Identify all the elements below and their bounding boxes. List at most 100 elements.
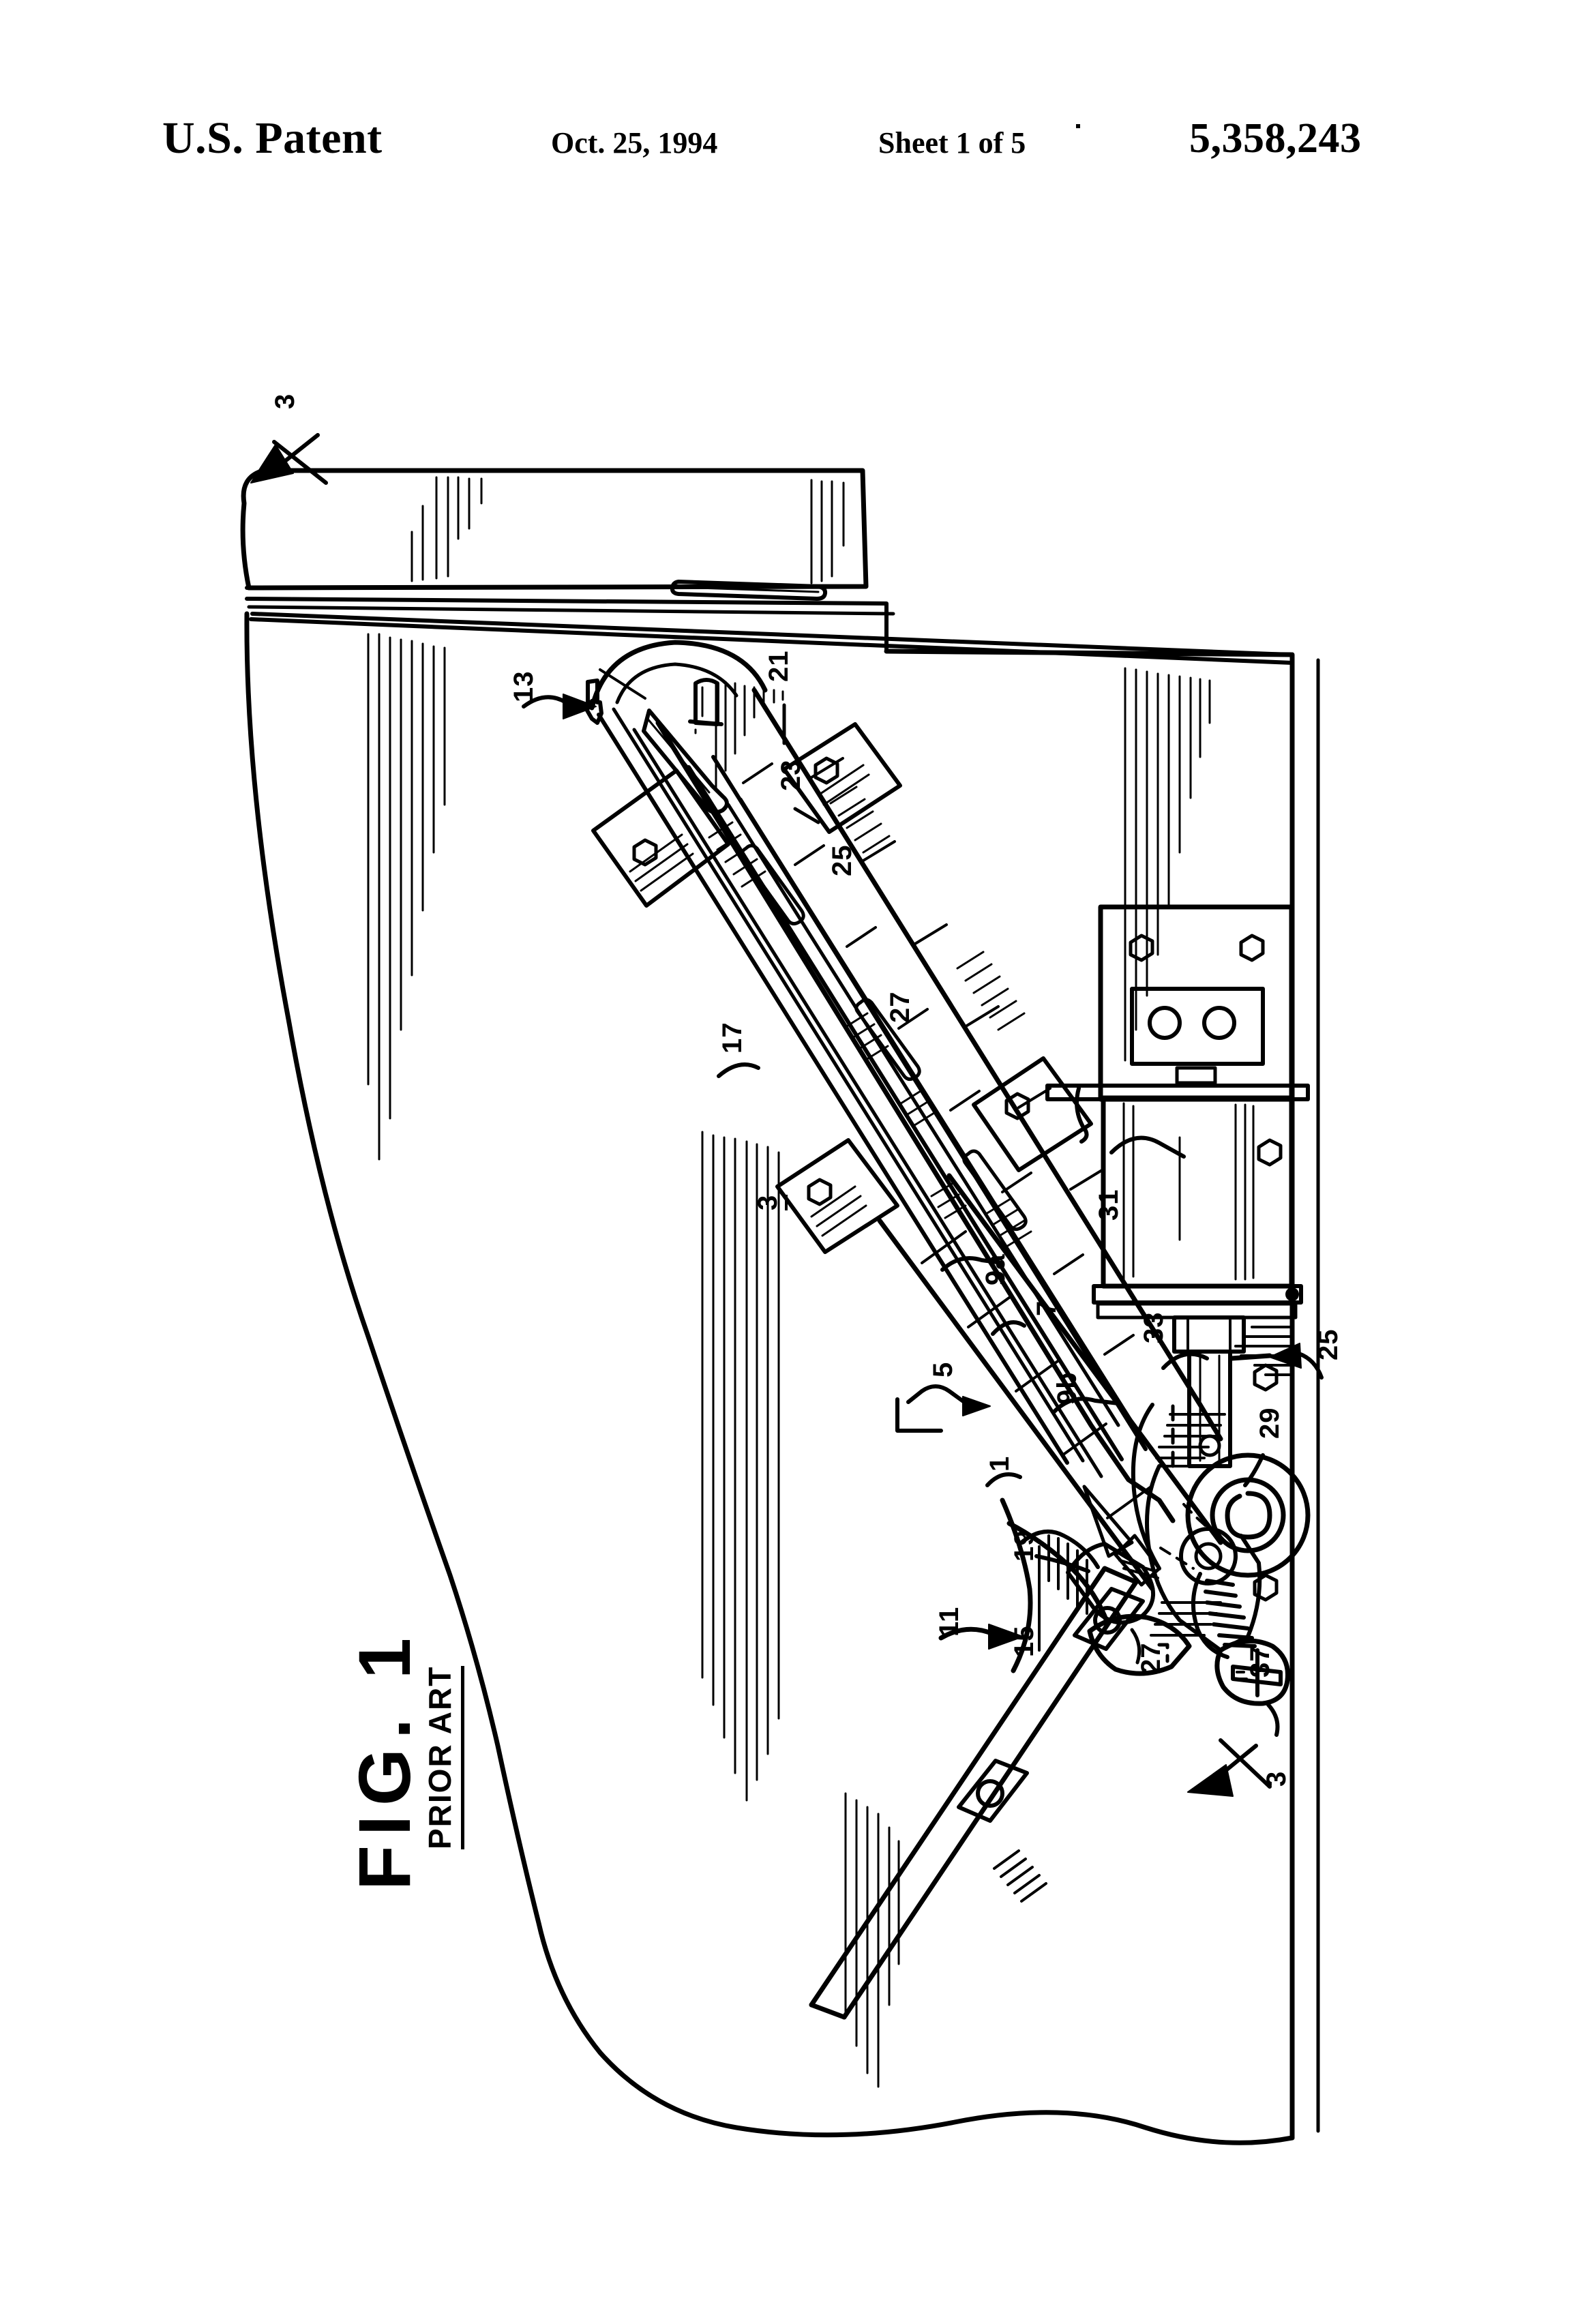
shaft-pin <box>1198 1434 1221 1457</box>
slide-block-19 <box>1114 1534 1161 1587</box>
hex-bolt-upper <box>632 838 658 867</box>
lead-23 <box>793 807 820 824</box>
reference-numeral-9b: 9b <box>1052 1371 1082 1405</box>
plate-bolt-right <box>1239 934 1265 962</box>
lead-1 <box>985 1472 1022 1487</box>
tube-fitting-upper <box>740 844 805 926</box>
guide-bar-hole-lower <box>976 1779 1004 1808</box>
reference-numeral-27: 27 <box>1136 1642 1166 1675</box>
motor-body-31 <box>1101 1095 1294 1289</box>
hidden-edge-b <box>1182 1503 1212 1532</box>
reference-numeral-11: 11 <box>934 1606 964 1637</box>
lower-guide-bar-inner <box>841 1579 1139 2020</box>
door-upper-frame <box>240 468 869 591</box>
hex-bolt-clip-area <box>1253 1573 1279 1602</box>
hidden-edge-c <box>1159 1547 1195 1570</box>
lead-33 <box>1161 1352 1209 1370</box>
section-line-3-bot-cross <box>1202 1744 1258 1790</box>
reference-numeral-7: 7 <box>1032 1300 1062 1316</box>
figure-title: FIG. 1 <box>343 1628 426 1890</box>
output-shaft-33 <box>1187 1350 1232 1468</box>
reference-numeral-27: 27 <box>885 991 915 1024</box>
inner-actuator-rod-tip <box>642 709 729 815</box>
sheet-number: Sheet 1 of 5 <box>878 126 1026 160</box>
lead-29 <box>1243 1453 1265 1487</box>
drive-pulley-29-outer <box>1185 1452 1311 1578</box>
panel-lip-hatch <box>1038 1534 1088 1652</box>
rail-knurl-shading <box>708 786 1032 1248</box>
section-arrow-3-top <box>250 444 294 483</box>
reference-numeral-15: 15 <box>1009 1625 1039 1658</box>
shelf-shading-right <box>1234 1326 1294 1376</box>
section-line-3-top-cross <box>272 440 328 485</box>
motor-mounting-plate <box>1098 904 1294 1102</box>
lead-5-curve <box>906 1384 966 1404</box>
guide-bar-hatch <box>993 1849 1047 1903</box>
patent-header: U.S. Patent Oct. 25, 1994 Sheet 1 of 5 5… <box>0 116 1582 191</box>
hex-bolt-upper-shelf <box>1253 1363 1279 1392</box>
cap-pointer-line <box>599 668 646 700</box>
lead-13-arrowhead <box>563 694 597 719</box>
spring-arm <box>1191 1572 1229 1659</box>
door-outer-contour <box>244 611 1295 2145</box>
reference-numeral-3: 3 <box>753 1194 788 1210</box>
reference-numeral-13: 13 <box>509 670 539 703</box>
lead-37 <box>1266 1703 1280 1737</box>
patent-date: Oct. 25, 1994 <box>551 126 718 160</box>
motor-terminal-box <box>1130 987 1265 1066</box>
scan-speck-artifact <box>1076 124 1080 128</box>
reference-numeral-17: 17 <box>717 1022 747 1054</box>
guide-bar-hole-upper <box>1093 1606 1122 1635</box>
arm-wedge <box>1082 1485 1134 1558</box>
tube-fitting-lower <box>962 1149 1028 1232</box>
arm-end-shoe-19 <box>1066 1542 1155 1625</box>
rail-top-cap <box>589 640 768 711</box>
lift-arm-7-lower <box>946 1173 1223 1545</box>
reference-numeral-33: 33 <box>1139 1311 1169 1344</box>
guide-rod-17-c <box>632 728 1103 1478</box>
rail-top-lug <box>693 678 719 726</box>
hex-bolt-motor-shelf <box>1257 1138 1283 1167</box>
lead-25-right-arrowhead <box>1269 1343 1302 1369</box>
figure-subtitle-prior-art: PRIOR ART <box>422 1665 464 1849</box>
hex-bolt-right <box>1004 1092 1030 1120</box>
linkage-plate <box>1145 1464 1262 1652</box>
reference-numeral-21: 21 <box>764 650 794 683</box>
cable-27-a <box>726 803 1120 1427</box>
pinion-gear <box>1179 1527 1238 1585</box>
reference-numeral-3: 3 <box>270 393 300 409</box>
shading-door-body <box>367 633 1211 2088</box>
motor-body-shading <box>1122 1102 1255 1281</box>
reference-numeral-3: 3 <box>1262 1770 1292 1787</box>
channel-bracket-5 <box>895 1397 943 1433</box>
reference-numeral-5: 5 <box>928 1361 958 1377</box>
guide-bar-tab-upper <box>1073 1587 1145 1651</box>
lead-7 <box>991 1320 1026 1336</box>
bracket-tab-lower <box>775 1138 899 1254</box>
end-bell-dot <box>1285 1287 1299 1301</box>
section-line-3-top-stroke <box>263 433 320 479</box>
reference-numeral-29: 29 <box>1255 1407 1285 1440</box>
patent-number: 5,358,243 <box>1189 115 1362 162</box>
motor-top-flange <box>1045 1084 1310 1101</box>
guide-rod-17-a <box>597 713 1069 1465</box>
reference-numeral-9a: 9a <box>981 1253 1011 1286</box>
terminal-hole-right <box>1202 1006 1236 1040</box>
reference-numeral-25: 25 <box>827 844 857 877</box>
guide-rod-17-b <box>612 707 1085 1463</box>
motor-end-bell <box>1092 1284 1303 1305</box>
pinion-bore <box>1194 1542 1223 1570</box>
linkage-shading <box>1150 1413 1226 1637</box>
drive-pulley-29-mid <box>1210 1477 1286 1553</box>
lead-17 <box>717 1062 760 1078</box>
drive-pulley-29-hub <box>1225 1491 1272 1540</box>
coil-spring <box>1204 1579 1257 1648</box>
rail-cross-ticks <box>742 757 1135 1356</box>
tube-23-upper <box>687 765 1124 1461</box>
cable-27-b <box>738 797 1133 1422</box>
section-arrow-3-bot <box>1187 1764 1234 1797</box>
reference-numeral-37: 37 <box>1245 1645 1275 1678</box>
reference-numeral-31: 31 <box>1094 1189 1124 1221</box>
lead-5-arrowhead <box>962 1396 991 1416</box>
